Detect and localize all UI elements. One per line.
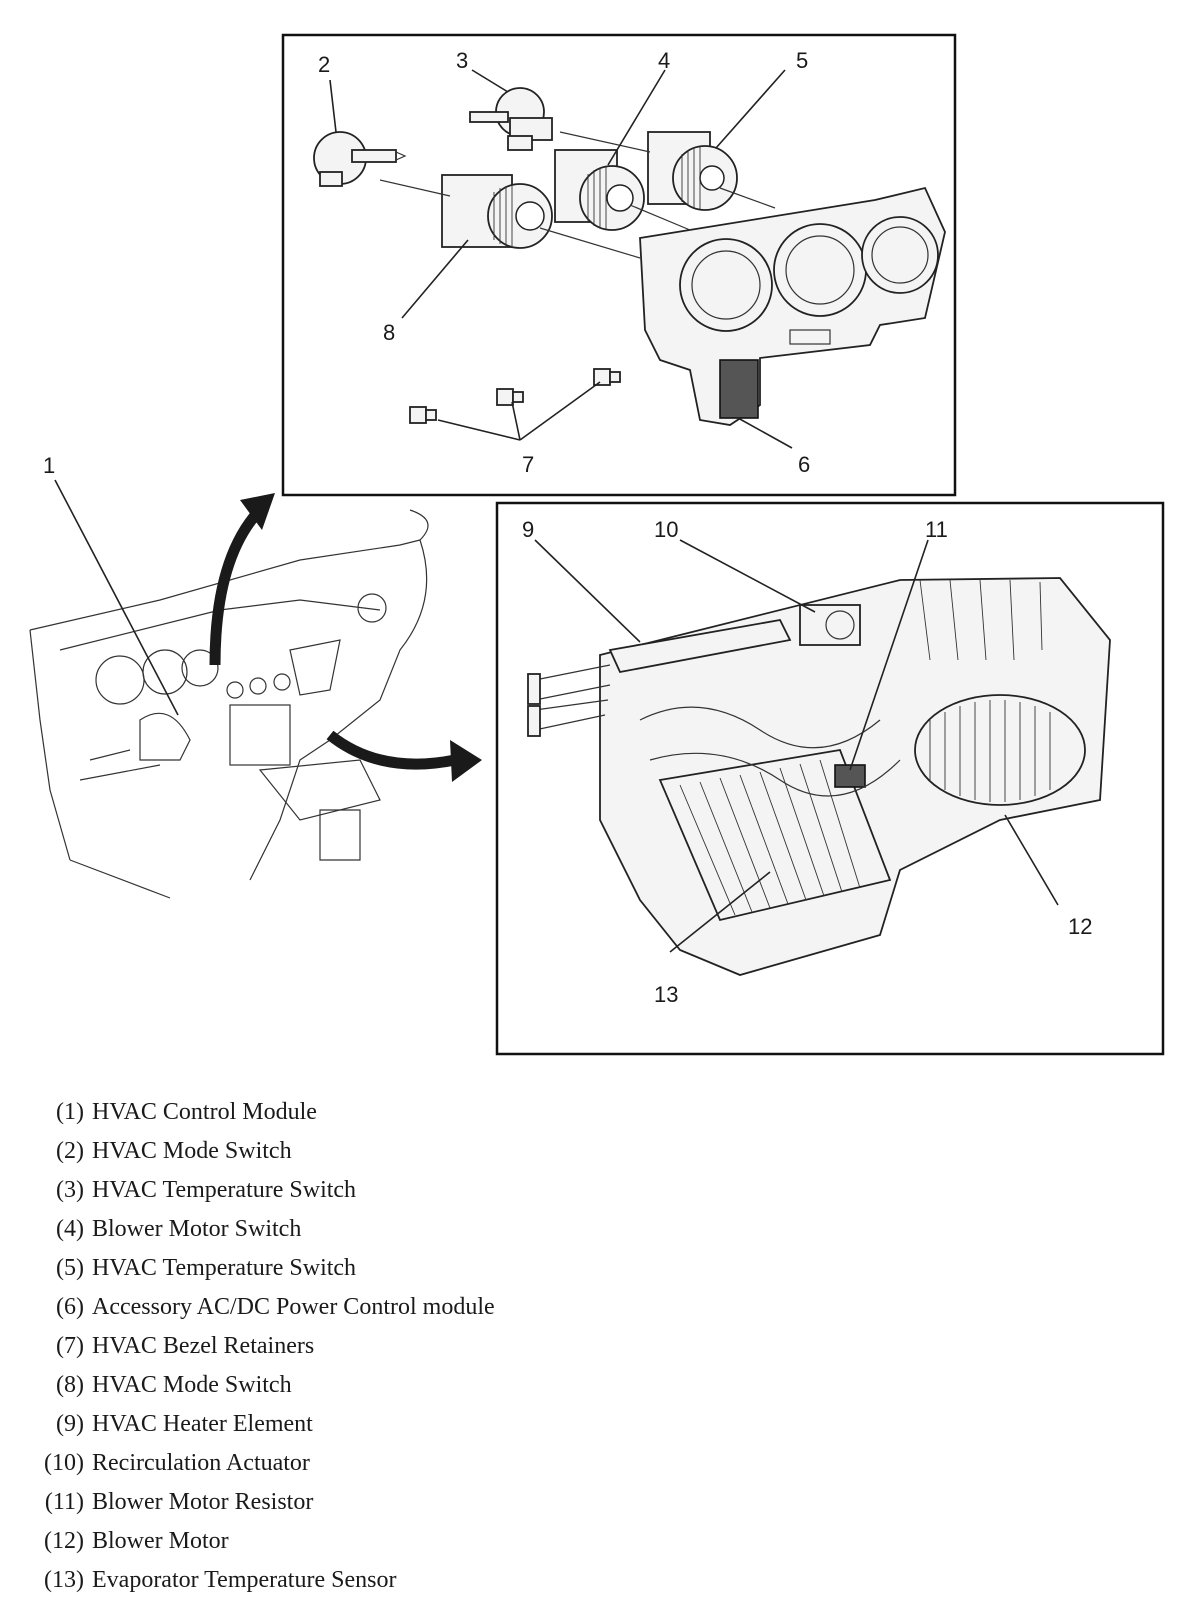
legend-item-number: (5) <box>56 1255 84 1281</box>
legend-item-number: (6) <box>56 1294 84 1320</box>
leader-lines-right <box>534 539 1059 953</box>
hvac-mode-switch-2 <box>313 131 407 187</box>
legend-item-number: (1) <box>56 1099 84 1125</box>
component-legend: (1) HVAC Control Module (2) HVAC Mode Switc… <box>32 1093 732 1600</box>
legend-item-number: (8) <box>56 1372 84 1398</box>
bezel-retainers <box>409 368 621 424</box>
legend-item-number: (2) <box>56 1138 84 1164</box>
callout-8: 8 <box>383 320 395 345</box>
hvac-temperature-switch-3 <box>469 87 553 151</box>
legend-item: (10) Recirculation Actuator <box>32 1444 732 1483</box>
legend-item-label: Blower Motor Resistor <box>92 1489 314 1515</box>
legend-item: (1) HVAC Control Module <box>32 1093 732 1132</box>
leader-lines-top <box>329 69 793 449</box>
legend-item-label: HVAC Temperature Switch <box>92 1177 357 1203</box>
legend-item-label: HVAC Heater Element <box>92 1411 313 1437</box>
legend-item: (9) HVAC Heater Element <box>32 1405 732 1444</box>
legend-item-number: (11) <box>44 1489 84 1515</box>
hvac-temperature-switch-5 <box>647 131 738 211</box>
legend-item-label: HVAC Mode Switch <box>92 1138 292 1164</box>
callout-10: 10 <box>654 517 678 542</box>
legend-item-label: HVAC Control Module <box>92 1099 317 1125</box>
hvac-module-view: 9 10 11 12 13 <box>495 501 1165 1056</box>
callout-5: 5 <box>796 48 808 73</box>
legend-item: (2) HVAC Mode Switch <box>32 1132 732 1171</box>
legend-item-label: HVAC Mode Switch <box>92 1372 292 1398</box>
legend-item-label: Blower Motor Switch <box>92 1216 302 1242</box>
callout-13: 13 <box>654 982 678 1007</box>
callout-2: 2 <box>318 52 330 77</box>
legend-item-number: (13) <box>44 1567 84 1593</box>
callout-12: 12 <box>1068 914 1092 939</box>
legend-item-label: Evaporator Temperature Sensor <box>92 1567 397 1593</box>
legend-item-number: (9) <box>56 1411 84 1437</box>
assembly-guide-lines <box>379 131 776 259</box>
dashboard-overview: 1 <box>29 453 482 899</box>
hvac-mode-switch-8 <box>441 174 553 249</box>
legend-item-label: HVAC Temperature Switch <box>92 1255 357 1281</box>
hvac-bezel <box>639 186 946 426</box>
legend-item-label: HVAC Bezel Retainers <box>92 1333 315 1359</box>
legend-item-number: (10) <box>44 1450 84 1476</box>
legend-item: (3) HVAC Temperature Switch <box>32 1171 732 1210</box>
legend-item: (12) Blower Motor <box>32 1522 732 1561</box>
legend-item: (7) HVAC Bezel Retainers <box>32 1327 732 1366</box>
legend-item-number: (12) <box>44 1528 84 1554</box>
callout-6: 6 <box>798 452 810 477</box>
control-panel-exploded-view: 2 3 4 5 8 7 6 <box>281 33 957 497</box>
blower-motor-switch-4 <box>554 149 645 231</box>
legend-item: (11) Blower Motor Resistor <box>32 1483 732 1522</box>
legend-item: (6) Accessory AC/DC Power Control module <box>32 1288 732 1327</box>
callout-7: 7 <box>522 452 534 477</box>
legend-item: (5) HVAC Temperature Switch <box>32 1249 732 1288</box>
callout-1: 1 <box>43 453 55 478</box>
callout-11: 11 <box>925 517 948 542</box>
legend-item-label: Blower Motor <box>92 1528 229 1554</box>
legend-item-number: (7) <box>56 1333 84 1359</box>
callout-9: 9 <box>522 517 534 542</box>
callout-4: 4 <box>658 48 670 73</box>
callout-3: 3 <box>456 48 468 73</box>
hvac-component-diagram: 2 3 4 5 8 7 6 1 <box>29 33 1165 1056</box>
legend-item-label: Accessory AC/DC Power Control module <box>92 1294 495 1320</box>
legend-item-label: Recirculation Actuator <box>92 1450 310 1476</box>
legend-item: (13) Evaporator Temperature Sensor <box>32 1561 732 1600</box>
legend-item: (4) Blower Motor Switch <box>32 1210 732 1249</box>
legend-item-number: (3) <box>56 1177 84 1203</box>
legend-item-number: (4) <box>56 1216 84 1242</box>
legend-item: (8) HVAC Mode Switch <box>32 1366 732 1405</box>
